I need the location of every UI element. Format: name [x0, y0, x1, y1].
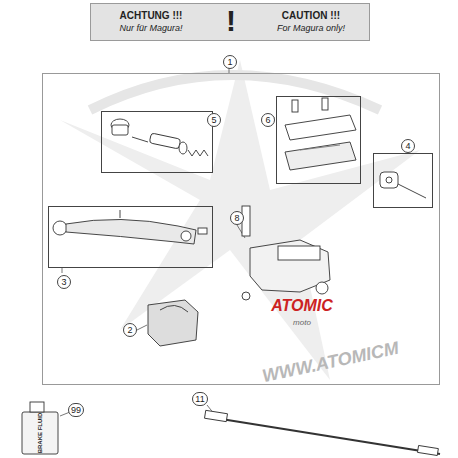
- part-drawings: [22, 98, 440, 456]
- watermark-logo-text: moto: [293, 318, 311, 327]
- leader-lines: [60, 68, 406, 416]
- banner-text: CAUTION !!!: [251, 10, 371, 21]
- callout-number: 1: [223, 55, 237, 69]
- part-group-box: 6: [276, 96, 361, 184]
- watermark-url: WWW.ATOMICM: [260, 337, 400, 386]
- callout-number: 11: [192, 392, 208, 406]
- banner-text: For Magura only!: [251, 24, 371, 34]
- callout-number: 3: [57, 275, 71, 289]
- bottle-label: BRAKE FLUID: [37, 413, 43, 454]
- callout-number: 99: [68, 403, 84, 417]
- part-group-box: 3: [48, 206, 213, 268]
- assembly-frame: 56431: [42, 73, 440, 385]
- banner-text: Nur für Magura!: [91, 24, 211, 34]
- watermark-logo-text: ATOMIC: [271, 297, 333, 315]
- callout-number: 4: [401, 139, 415, 153]
- watermark-arc: [90, 75, 380, 110]
- part-group-box: 4: [373, 153, 433, 208]
- callout-number: 6: [261, 113, 275, 127]
- banner-text: !: [211, 4, 251, 37]
- callout-number: 5: [207, 113, 221, 127]
- banner-text: ACHTUNG !!!: [91, 10, 211, 21]
- watermark-logo: [60, 60, 420, 380]
- caution-banner: ACHTUNG !!! Nur für Magura!!CAUTION !!! Fo…: [90, 3, 370, 41]
- callout-number: 2: [123, 323, 137, 337]
- callout-number: 8: [230, 211, 244, 225]
- part-group-box: 5: [101, 111, 213, 173]
